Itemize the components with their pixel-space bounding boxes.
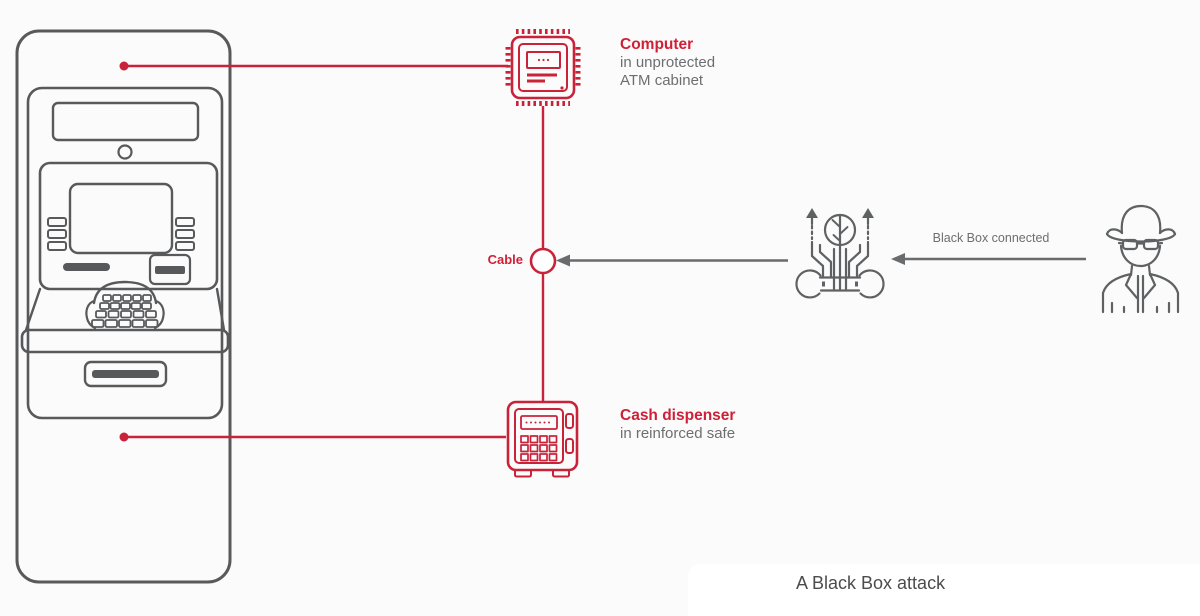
- safe-display-dots: [525, 421, 550, 424]
- diagram-caption: A Black Box attack: [796, 573, 946, 593]
- atm-machine-icon: [15, 29, 232, 584]
- computer-label: Computer in unprotected ATM cabinet: [620, 35, 715, 90]
- atm-screen: [68, 182, 174, 255]
- sunglasses: [1117, 238, 1164, 251]
- atm-top-display: [51, 101, 200, 142]
- cable-junction-circle: [529, 247, 557, 275]
- safe-display: [520, 415, 558, 430]
- dispenser-title: Cash dispenser: [620, 407, 736, 424]
- atm-side-buttons: [47, 217, 195, 251]
- cable-label: Cable: [487, 252, 523, 267]
- safe-keypad: [520, 435, 558, 462]
- atm-computer-anchor-dot: [119, 61, 129, 71]
- atm-card-reader: [148, 253, 192, 286]
- dispenser-subtitle: in reinforced safe: [620, 425, 736, 442]
- atm-dispenser-anchor-dot: [119, 432, 129, 442]
- safe-hinge-top: [565, 413, 574, 429]
- atm-camera: [117, 144, 133, 160]
- attacker-spy-icon: [1101, 204, 1180, 314]
- black-box-tools-icon: [795, 208, 885, 299]
- computer-chip-icon: [505, 29, 581, 106]
- computer-subtitle-line2: ATM cabinet: [620, 72, 704, 89]
- blackbox-to-cable-arrow: [556, 254, 788, 267]
- computer-subtitle-line1: in unprotected: [620, 54, 716, 71]
- up-arrowhead-right: [862, 208, 874, 218]
- coat: [1101, 272, 1180, 314]
- atm-keypad: [85, 280, 165, 330]
- cash-dispenser-label: Cash dispenser in reinforced safe: [620, 406, 735, 443]
- atm-cash-slot: [83, 360, 168, 388]
- caption-panel: [688, 564, 1200, 616]
- face: [1119, 244, 1162, 268]
- atm-ledge: [20, 328, 230, 354]
- atm-fascia: [38, 161, 219, 291]
- left-arrowhead: [891, 253, 905, 265]
- computer-title: Computer: [620, 36, 694, 53]
- cable-connections: [119, 61, 557, 442]
- safe-hinge-bottom: [565, 438, 574, 454]
- left-arrowhead: [556, 254, 570, 267]
- attacker-to-blackbox-arrow: [891, 253, 1086, 265]
- fedora-hat: [1105, 204, 1177, 243]
- atm-card-slot: [63, 263, 110, 271]
- wrench: [795, 269, 885, 299]
- blackbox-connected-label: Black Box connected: [932, 231, 1050, 245]
- cash-dispenser-icon: [506, 400, 579, 478]
- up-arrowhead-left: [806, 208, 818, 218]
